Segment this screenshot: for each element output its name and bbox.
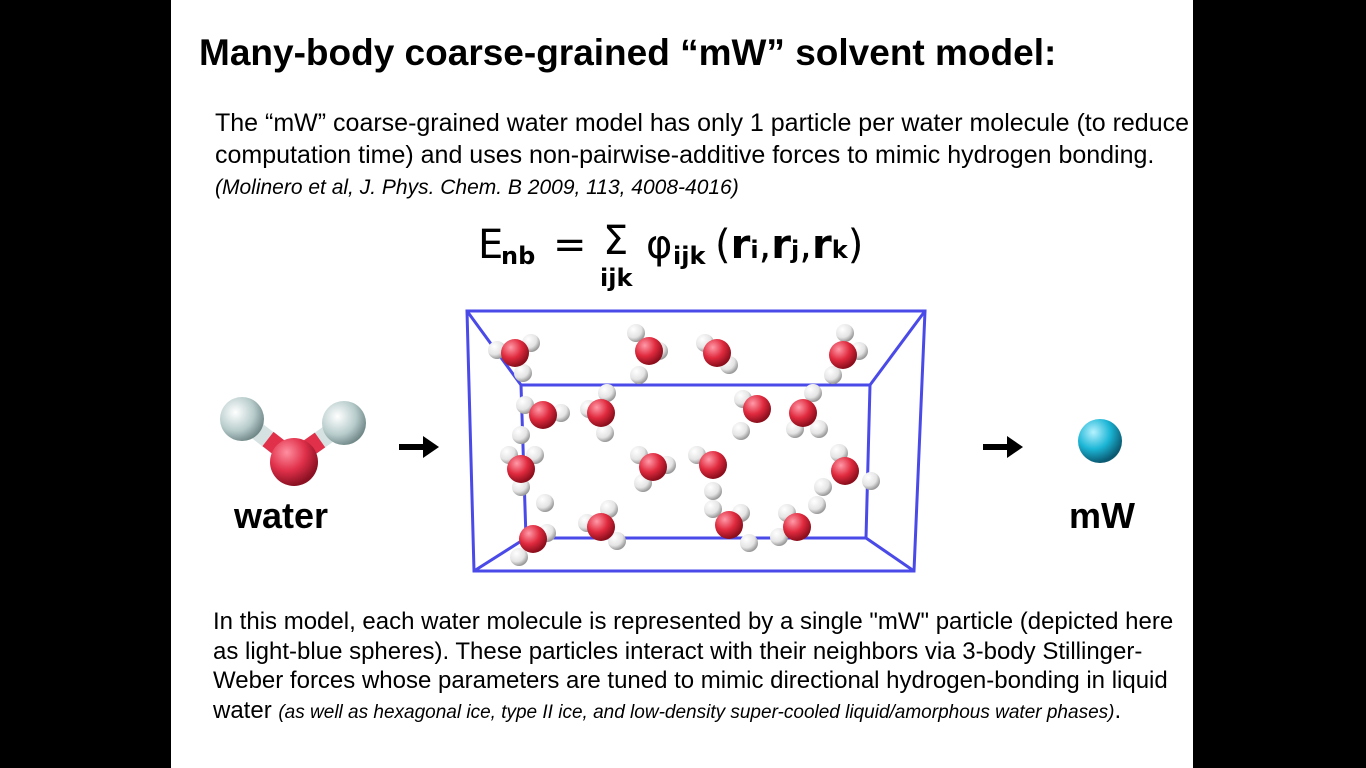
arrow-right-icon [983, 436, 1023, 458]
equation-sub-i: i [750, 236, 759, 264]
water-hydrogen-left [220, 397, 264, 441]
arrow-right-icon [399, 436, 439, 458]
equation-sum-symbol: Σ [603, 218, 629, 264]
energy-equation: E nb = Σ ijk φ ijk (ri,rj,rk) [478, 218, 898, 300]
box-molecule-9 [500, 446, 544, 496]
equation-r-j: r [771, 222, 792, 268]
box-molecule-11 [688, 446, 727, 500]
equation-comma-1: , [758, 222, 772, 268]
box-molecule-15 [704, 500, 758, 552]
water-oxygen [270, 438, 318, 486]
body-citation: (as well as hexagonal ice, type II ice, … [278, 701, 1115, 723]
equation-arguments: (ri,rj,rk) [715, 222, 863, 268]
equation-open-paren: ( [715, 222, 731, 268]
equation-energy-subscript: nb [501, 242, 536, 270]
equation-phi-subscript: ijk [673, 242, 706, 270]
box-molecule-16 [770, 496, 826, 546]
equation-sum-subscript: ijk [600, 264, 633, 292]
intro-citation: (Molinero et al, J. Phys. Chem. B 2009, … [215, 176, 739, 199]
mw-label: mW [1069, 495, 1135, 536]
box-molecule-14 [578, 500, 626, 550]
box-molecule-10 [630, 446, 676, 492]
box-molecule-1 [488, 334, 540, 382]
water-molecule-illustration [220, 397, 366, 486]
slide: Many-body coarse-grained “mW” solvent mo… [171, 0, 1193, 768]
equation-close-paren: ) [847, 222, 864, 268]
equation-sub-j: j [791, 236, 800, 264]
equation-comma-2: , [799, 222, 812, 268]
simulation-box-illustration [465, 309, 927, 573]
mw-particle-sphere [1078, 419, 1122, 463]
equation-r-k: r [811, 222, 832, 268]
equation-sub-k: k [831, 236, 848, 264]
intro-text: The “mW” coarse-grained water model has … [215, 109, 1190, 169]
box-molecule-4 [824, 324, 868, 384]
box-molecule-3 [696, 334, 738, 374]
equation-r-i: r [730, 222, 751, 268]
intro-paragraph: The “mW” coarse-grained water model has … [215, 108, 1190, 204]
equation-energy-symbol: E [478, 222, 504, 268]
body-paragraph: In this model, each water molecule is re… [213, 607, 1188, 727]
water-hydrogen-right [322, 401, 366, 445]
box-molecule-2 [627, 324, 668, 384]
box-molecule-7 [732, 390, 771, 440]
body-period: . [1114, 696, 1122, 724]
box-molecule-13 [510, 494, 556, 566]
box-molecule-12 [814, 444, 880, 496]
equation-phi-symbol: φ [646, 222, 673, 268]
water-label: water [234, 495, 329, 536]
box-molecule-8 [786, 384, 828, 438]
box-molecule-6 [580, 384, 616, 442]
body-text: In this model, each water molecule is re… [213, 608, 1174, 724]
slide-title: Many-body coarse-grained “mW” solvent mo… [199, 32, 1057, 73]
water-molecules-cluster [488, 324, 880, 566]
box-molecule-5 [512, 396, 570, 444]
equation-equals: = [553, 222, 587, 268]
